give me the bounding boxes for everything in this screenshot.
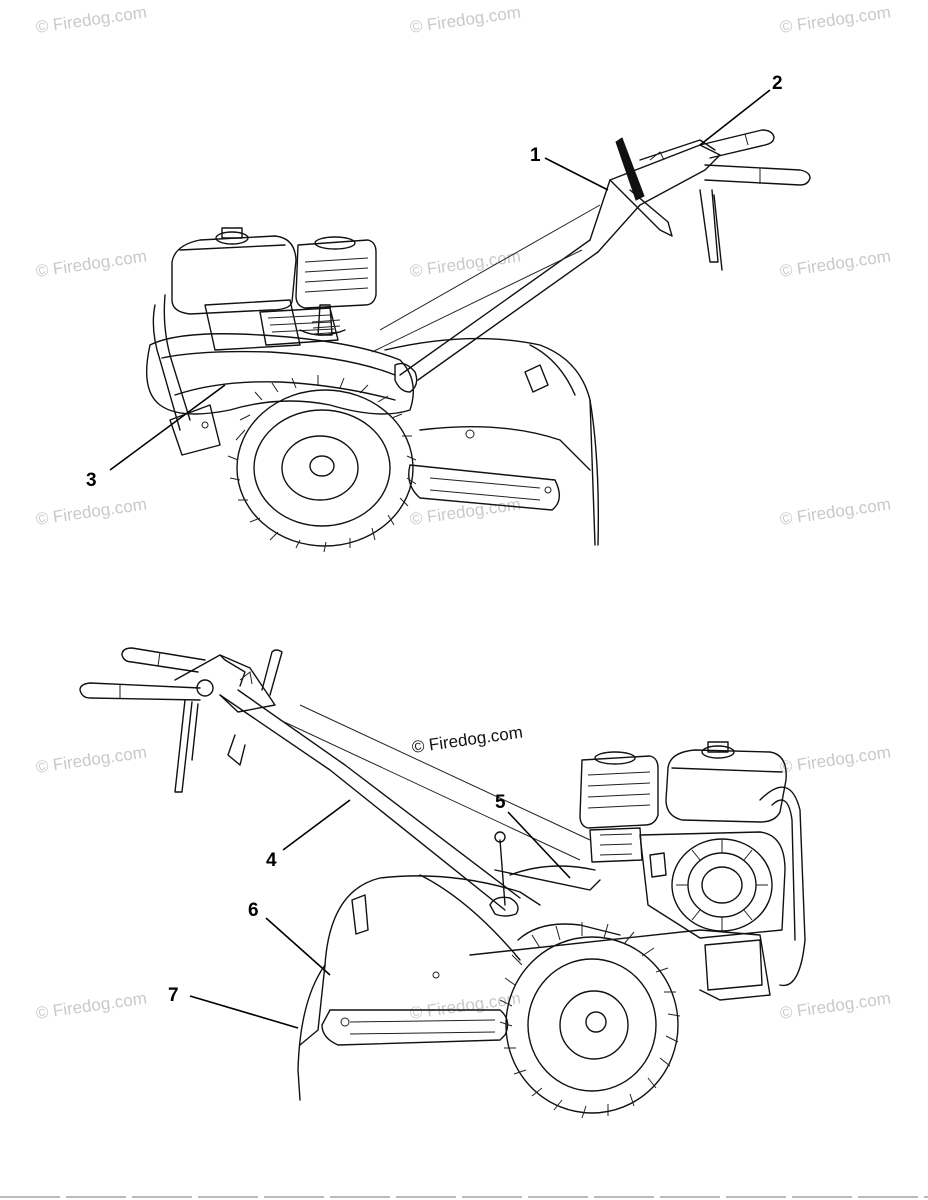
leader-line-4: [282, 799, 351, 851]
leader-line-7: [189, 995, 299, 1029]
leader-line-3: [109, 384, 226, 471]
leader-line-6: [265, 917, 331, 976]
callout-3: 3: [86, 470, 97, 491]
callout-2: 2: [772, 73, 783, 94]
callout-1: 1: [530, 145, 541, 166]
callout-4: 4: [266, 850, 277, 871]
footer-rule: [0, 1196, 928, 1198]
callout-5: 5: [495, 792, 506, 813]
leader-line-1: [544, 157, 609, 191]
tiller-top-illustration: [145, 129, 811, 553]
callout-7: 7: [168, 985, 179, 1006]
leader-line-5: [507, 811, 571, 879]
leader-line-2: [699, 89, 771, 146]
tiller-bottom-illustration: [79, 647, 806, 1119]
callout-6: 6: [248, 900, 259, 921]
